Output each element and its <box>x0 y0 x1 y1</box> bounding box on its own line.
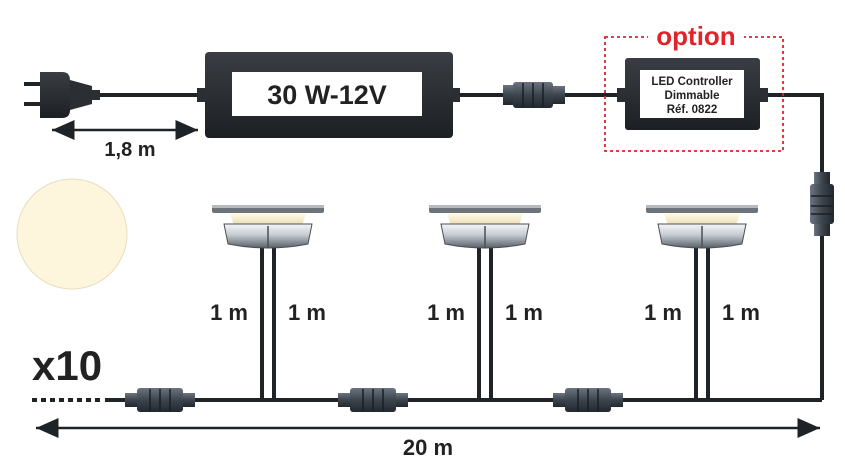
spot-light: 1 m 1 m <box>210 205 326 400</box>
spot-flange-highlight <box>429 205 541 208</box>
connector-end <box>553 393 565 407</box>
main-cable <box>98 93 824 402</box>
controller-line-1: LED Controller <box>651 76 733 88</box>
spot-cable-label: 1 m <box>722 300 760 325</box>
connector <box>503 82 565 108</box>
total-length: 20 m <box>403 435 453 460</box>
connector <box>338 388 408 412</box>
plug-cable-dimension: 1,8 m <box>52 120 198 161</box>
spot-cable-label: 1 m <box>505 300 543 325</box>
power-plug-icon <box>24 72 100 118</box>
connector-end <box>183 393 195 407</box>
connector-end <box>611 393 623 407</box>
plug-cable-length: 1,8 m <box>104 139 155 161</box>
spot-flange-highlight <box>646 205 758 208</box>
total-length-dimension: 20 m <box>36 418 820 460</box>
option-title: option <box>656 21 735 51</box>
transformer-label: 30 W-12V <box>267 80 387 110</box>
spot-cable <box>694 245 710 400</box>
spot-lens <box>230 213 306 226</box>
spot-cable-label: 1 m <box>210 300 248 325</box>
light-color-swatch <box>16 178 128 290</box>
spot-lens <box>447 213 523 226</box>
spot-cable <box>260 245 276 400</box>
spot-light: 1 m 1 m <box>644 205 760 400</box>
controller-line-2: Dimmable <box>665 90 720 102</box>
spot-cable-label: 1 m <box>644 300 682 325</box>
spot-lens <box>664 213 740 226</box>
spot-cable-label: 1 m <box>427 300 465 325</box>
connector <box>810 172 834 236</box>
spot-cable <box>477 245 493 400</box>
spot-cable-label: 1 m <box>288 300 326 325</box>
connector <box>553 388 623 412</box>
connector <box>125 388 195 412</box>
option-section: option LED Controller Dimmable Réf. 0822 <box>604 21 784 152</box>
spot-flange-highlight <box>212 205 324 208</box>
connector-end <box>338 393 350 407</box>
connector-end <box>125 393 137 407</box>
spot-light: 1 m 1 m <box>427 205 543 400</box>
connector-end <box>396 393 408 407</box>
controller-line-3: Réf. 0822 <box>667 104 718 116</box>
quantity-label: x10 <box>32 342 102 389</box>
transformer: 30 W-12V <box>197 52 460 138</box>
